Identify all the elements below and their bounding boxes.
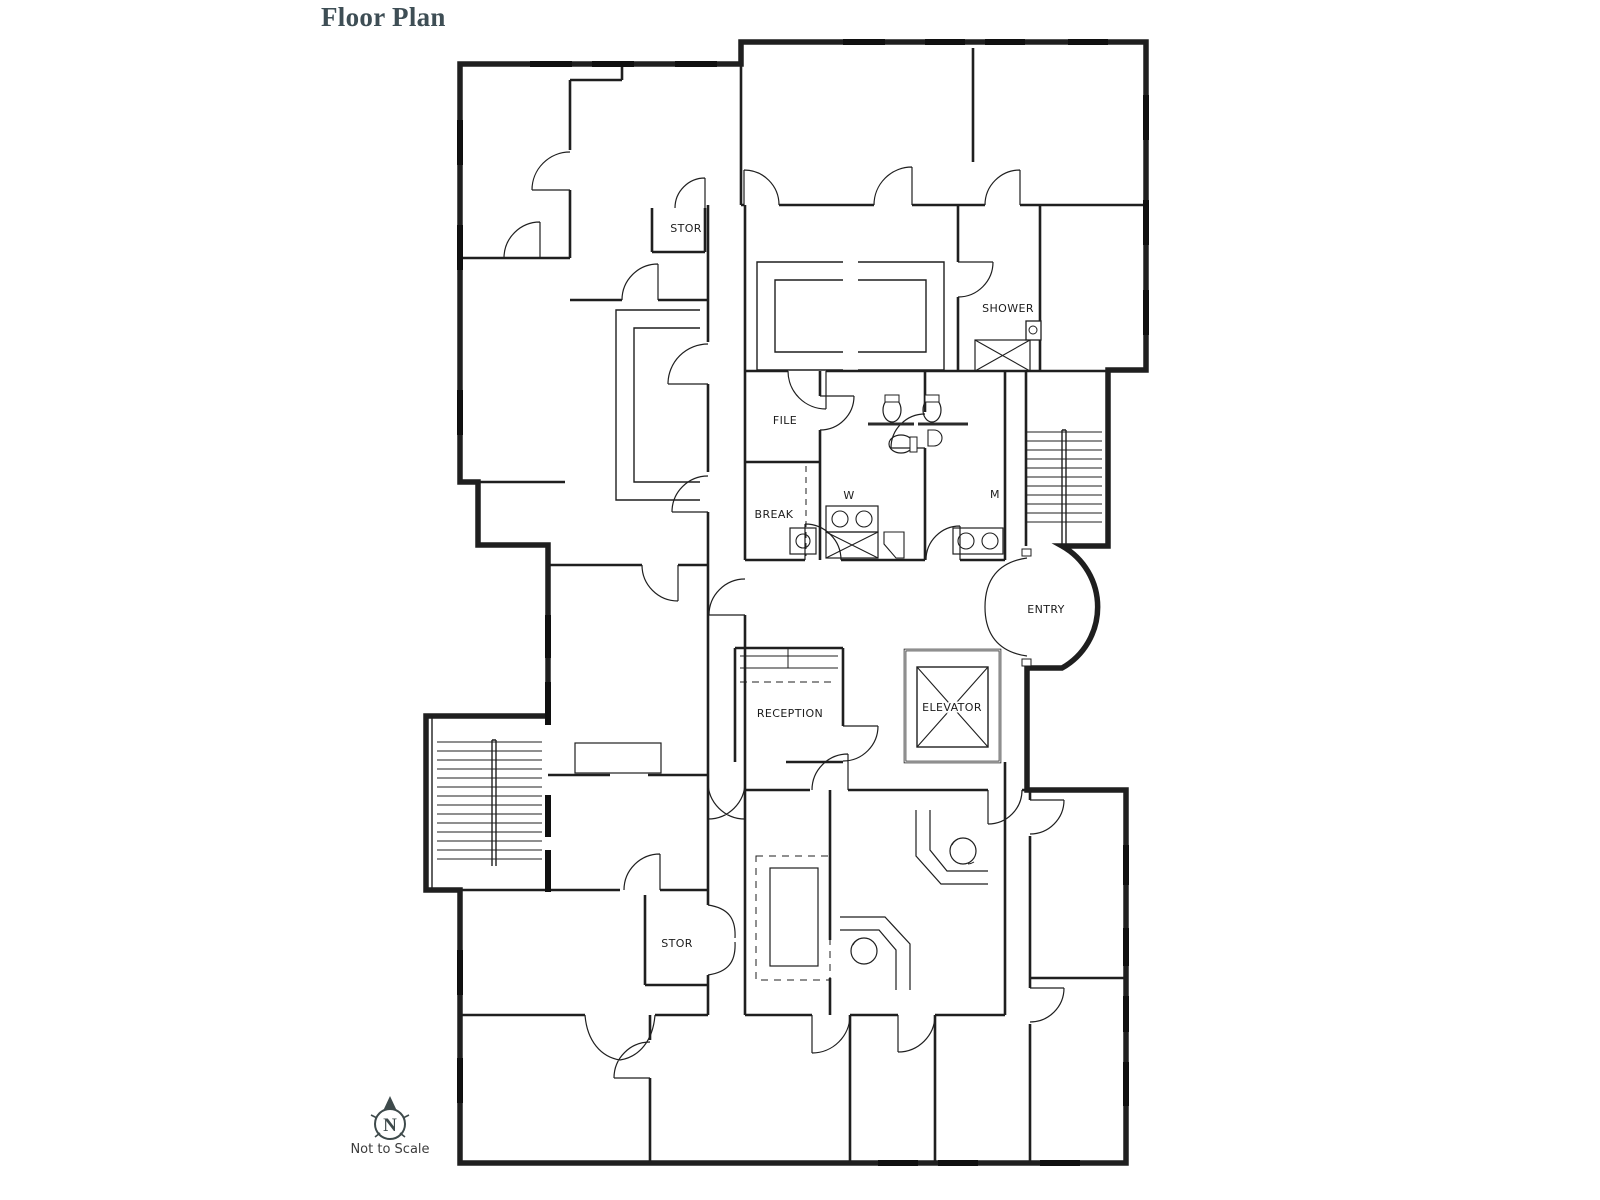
room-label-elevator: ELEVATOR <box>922 701 982 714</box>
room-labels: STOR SHOWER FILE BREAK W M ENTRY RECEPTI… <box>661 222 1065 950</box>
room-label-break: BREAK <box>755 508 794 521</box>
room-label-stor-upper: STOR <box>670 222 702 235</box>
page-title: Floor Plan <box>321 2 446 32</box>
door-swings <box>503 151 1065 1079</box>
room-label-entry: ENTRY <box>1027 603 1065 616</box>
stairs-right <box>1026 429 1102 548</box>
north-letter: N <box>383 1115 397 1136</box>
furniture <box>574 261 988 990</box>
north-arrow-icon: N <box>370 1096 410 1140</box>
stairs-left <box>431 716 542 890</box>
room-label-reception: RECEPTION <box>757 707 823 720</box>
room-label-shower: SHOWER <box>982 302 1034 315</box>
room-label-women: W <box>843 489 854 502</box>
exterior-windows <box>457 39 1149 1166</box>
interior-walls <box>460 48 1146 1163</box>
scale-note: Not to Scale <box>350 1142 429 1157</box>
elevator-shaft <box>903 648 1002 764</box>
room-label-men: M <box>990 488 1000 501</box>
room-label-stor-lower: STOR <box>661 937 693 950</box>
restroom-fixtures <box>789 320 1042 559</box>
room-label-file: FILE <box>773 414 797 427</box>
